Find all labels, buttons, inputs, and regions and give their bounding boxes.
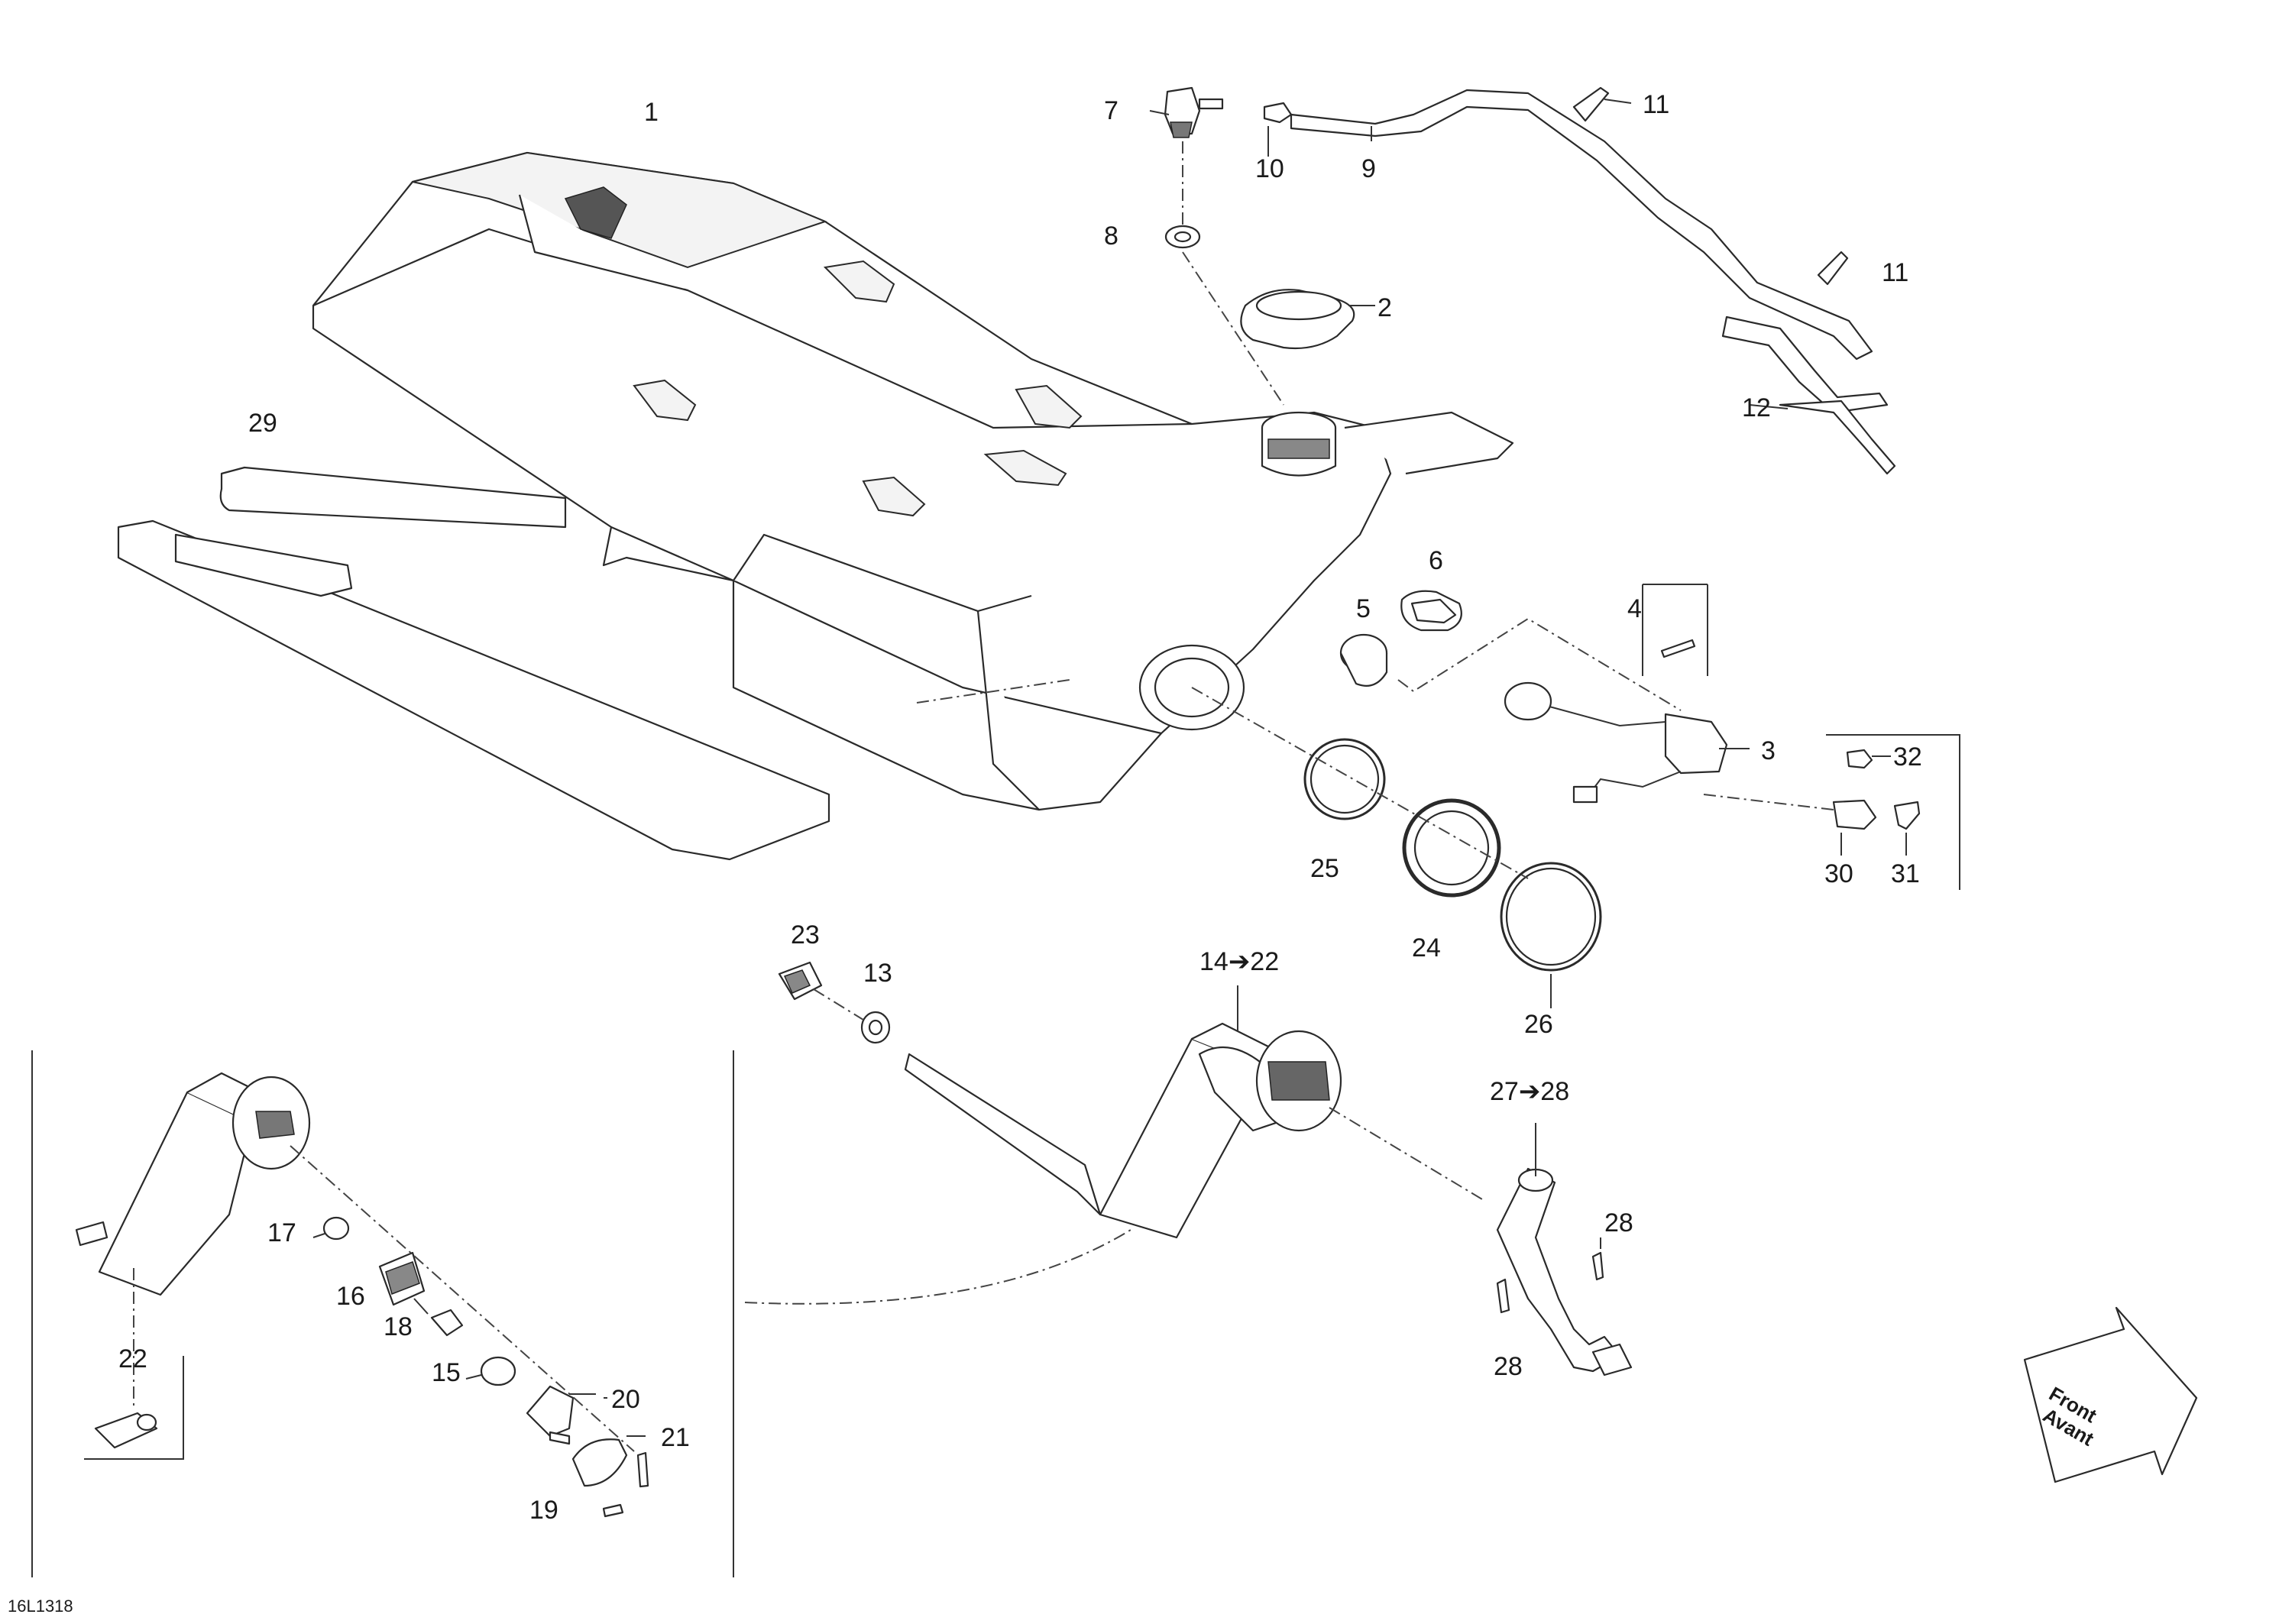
callout-21: 21: [661, 1423, 690, 1452]
clamp-part-26: [1500, 862, 1602, 972]
callout-20: 20: [611, 1385, 640, 1414]
frame-parts-30-32: [1826, 734, 1960, 890]
callout-8: 8: [1104, 222, 1118, 251]
callout-18: 18: [384, 1312, 413, 1341]
callout-6: 6: [1429, 546, 1443, 575]
callout-26: 26: [1524, 1010, 1553, 1039]
lock-ring-part-24: [1402, 798, 1501, 898]
frame-part-22: [84, 1356, 184, 1460]
callout-31: 31: [1891, 859, 1920, 888]
callout-30: 30: [1824, 859, 1853, 888]
callout-28-upper: 28: [1604, 1208, 1633, 1237]
callout-27-28: 27➔28: [1490, 1077, 1569, 1106]
clip-part-31: [1893, 801, 1921, 830]
callout-28-lower: 28: [1494, 1352, 1523, 1381]
callout-24: 24: [1412, 933, 1441, 962]
callout-22: 22: [118, 1344, 147, 1373]
callout-9: 9: [1361, 154, 1376, 183]
callout-13: 13: [863, 959, 892, 988]
clip-part-32: [1846, 749, 1873, 769]
callout-15: 15: [432, 1358, 461, 1387]
fuel-pump-housing-part-14-detail: [75, 1072, 311, 1296]
callout-29: 29: [248, 409, 277, 438]
leader-lines: [312, 99, 1907, 1437]
screw-part-4: [1660, 639, 1696, 658]
callout-10: 10: [1255, 154, 1284, 183]
fuel-pump-assembly-part-14: [904, 1022, 1342, 1239]
hose-clamp-part-28: [1496, 1251, 1604, 1314]
callout-17: 17: [267, 1218, 296, 1247]
callout-2: 2: [1377, 293, 1392, 322]
seal-part-6: [1400, 590, 1462, 632]
foam-pad-part-29: [117, 466, 830, 861]
callout-25: 25: [1310, 854, 1339, 883]
fitting-part-23: [778, 961, 823, 1001]
o-ring-part-17: [322, 1216, 350, 1241]
callout-11-lower: 11: [1882, 258, 1908, 287]
callout-32: 32: [1893, 742, 1922, 772]
seal-part-18: [430, 1309, 464, 1337]
callout-7: 7: [1104, 96, 1118, 125]
callout-14-22: 14➔22: [1199, 947, 1279, 976]
screw-part-19: [602, 1451, 649, 1518]
check-valve-part-10: [1263, 102, 1293, 124]
vent-hose-part-12: [1721, 315, 1896, 475]
fuel-tank-part-1: [312, 151, 1514, 811]
o-ring-part-25: [1303, 738, 1386, 820]
front-direction-arrow: Front Avant: [2023, 1306, 2198, 1483]
frame-part-4: [1642, 584, 1708, 676]
fuel-cap-part-2: [1240, 289, 1355, 350]
pressure-regulator-part-20: [526, 1385, 575, 1445]
grommet-part-13: [860, 1011, 891, 1044]
callout-23: 23: [791, 920, 820, 949]
callout-5: 5: [1356, 594, 1371, 623]
callout-4: 4: [1627, 594, 1642, 623]
vent-valve-part-7: [1164, 86, 1224, 138]
drawing-code: 16L1318: [8, 1597, 73, 1616]
o-ring-part-15: [480, 1356, 516, 1386]
pump-outlet-hose-part-27: [1496, 1167, 1633, 1377]
callout-3: 3: [1761, 736, 1776, 765]
assembly-lines: [31, 141, 1834, 1577]
callout-16: 16: [336, 1282, 365, 1311]
pump-assembly-part-22: [94, 1412, 158, 1449]
callout-labels: 1 2 3 4 5 6 7 8 9 10 11 11 12 13 14➔22 1…: [118, 90, 1922, 1525]
hose-clip-part-11: [1572, 86, 1849, 286]
clip-part-30: [1832, 799, 1877, 830]
fuel-level-sender-part-3: [1504, 681, 1728, 804]
vent-hose-part-9: [1290, 89, 1873, 361]
callout-12: 12: [1742, 393, 1771, 422]
grommet-part-8: [1164, 225, 1201, 249]
callout-1: 1: [644, 98, 659, 127]
filter-part-16: [378, 1251, 426, 1306]
callout-19: 19: [529, 1496, 558, 1525]
callout-11-upper: 11: [1643, 90, 1669, 119]
fitting-part-5: [1339, 633, 1388, 687]
retainer-plate-part-21: [571, 1438, 628, 1487]
